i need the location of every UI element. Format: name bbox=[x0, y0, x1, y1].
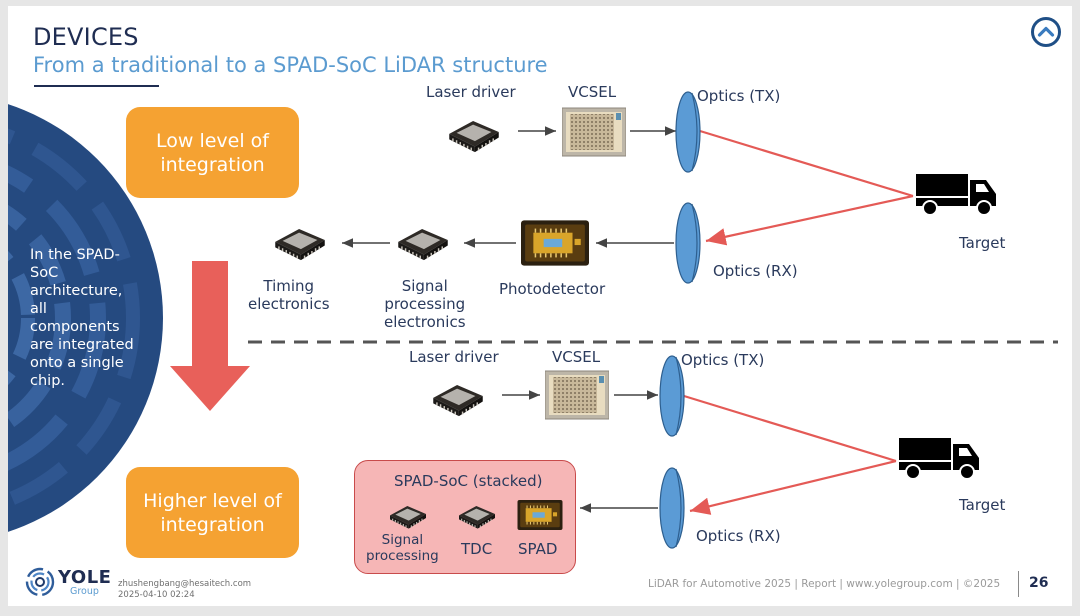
laser-tx-beam-soc bbox=[683, 394, 897, 463]
label-line: electronics bbox=[248, 295, 330, 313]
spad-soc-title: SPAD-SoC (stacked) bbox=[394, 472, 543, 490]
high-integration-label: Higher level of integration bbox=[126, 467, 299, 558]
laser-driver-chip-icon bbox=[448, 120, 500, 153]
label-line: Timing bbox=[263, 277, 315, 295]
yole-logo-subtext: Group bbox=[70, 586, 99, 597]
footer-report-info: LiDAR for Automotive 2025 | Report | www… bbox=[648, 578, 1001, 590]
tdc-label: TDC bbox=[461, 540, 493, 558]
integration-down-arrow bbox=[170, 261, 250, 411]
signal-processing-chip-icon-soc bbox=[389, 505, 427, 530]
footer-timestamp: 2025-04-10 02:24 bbox=[118, 590, 195, 600]
vcsel-chip-icon-soc bbox=[545, 370, 609, 420]
diagram-connectors bbox=[248, 91, 1058, 549]
label-line: Signal bbox=[401, 277, 448, 295]
spad-label: SPAD bbox=[518, 540, 558, 558]
spad-chip-icon bbox=[517, 500, 563, 530]
page-number: 26 bbox=[1029, 575, 1049, 591]
laser-rx-beam bbox=[705, 194, 914, 246]
label-line: processing bbox=[366, 548, 439, 564]
optics-rx-lens-soc bbox=[659, 467, 685, 549]
laser-rx-beam-soc bbox=[689, 459, 897, 515]
tdc-chip-icon bbox=[458, 505, 496, 530]
optics-tx-label-soc: Optics (TX) bbox=[681, 351, 765, 369]
laser-driver-chip-icon-soc bbox=[432, 384, 484, 417]
label-line: electronics bbox=[384, 313, 466, 331]
signal-processing-chip-icon bbox=[397, 228, 449, 261]
decorative-arc bbox=[8, 92, 168, 544]
vcsel-chip-icon bbox=[562, 107, 626, 157]
page-subtitle: From a traditional to a SPAD-SoC LiDAR s… bbox=[33, 53, 548, 77]
target-label: Target bbox=[959, 234, 1006, 252]
laser-driver-label: Laser driver bbox=[426, 83, 516, 101]
optics-rx-label-soc: Optics (RX) bbox=[696, 527, 781, 545]
laser-driver-label-soc: Laser driver bbox=[409, 348, 499, 366]
optics-tx-lens-soc bbox=[659, 355, 685, 437]
yole-logo: YOLE Group bbox=[24, 566, 114, 598]
vcsel-label: VCSEL bbox=[568, 83, 617, 101]
truck-icon bbox=[916, 174, 996, 216]
page-title: DEVICES bbox=[33, 23, 139, 51]
side-note: In the SPAD-SoC architecture, all compon… bbox=[30, 247, 134, 389]
vcsel-label-soc: VCSEL bbox=[552, 348, 601, 366]
optics-tx-label: Optics (TX) bbox=[697, 87, 781, 105]
photodetector-label: Photodetector bbox=[499, 280, 606, 298]
signal-processing-label-soc: Signal processing bbox=[366, 532, 439, 564]
laser-tx-beam bbox=[699, 129, 914, 198]
footer-divider bbox=[1018, 571, 1019, 597]
label-line: Signal bbox=[381, 532, 424, 548]
chevron-up-circle-icon bbox=[1031, 17, 1061, 47]
photodetector-chip-icon bbox=[521, 220, 589, 266]
yole-logo-icon bbox=[25, 567, 55, 597]
target-label-soc: Target bbox=[959, 496, 1006, 514]
optics-tx-lens bbox=[675, 91, 701, 173]
footer-email: zhushengbang@hesaitech.com bbox=[118, 579, 252, 589]
timing-chip-icon bbox=[274, 228, 326, 261]
slide: In the SPAD-SoC architecture, all compon… bbox=[8, 6, 1072, 606]
title-underline bbox=[34, 85, 159, 87]
yole-logo-text: YOLE bbox=[58, 567, 112, 588]
optics-rx-label: Optics (RX) bbox=[713, 262, 798, 280]
signal-processing-label: Signal processing electronics bbox=[384, 277, 466, 331]
optics-rx-lens bbox=[675, 202, 701, 284]
footer-meta: zhushengbang@hesaitech.com 2025-04-10 02… bbox=[118, 579, 251, 601]
truck-icon-soc bbox=[899, 438, 979, 480]
back-to-top-button[interactable] bbox=[1030, 16, 1062, 48]
low-integration-label: Low level of integration bbox=[126, 107, 299, 198]
timing-electronics-label: Timing electronics bbox=[248, 277, 330, 313]
label-line: processing bbox=[384, 295, 466, 313]
